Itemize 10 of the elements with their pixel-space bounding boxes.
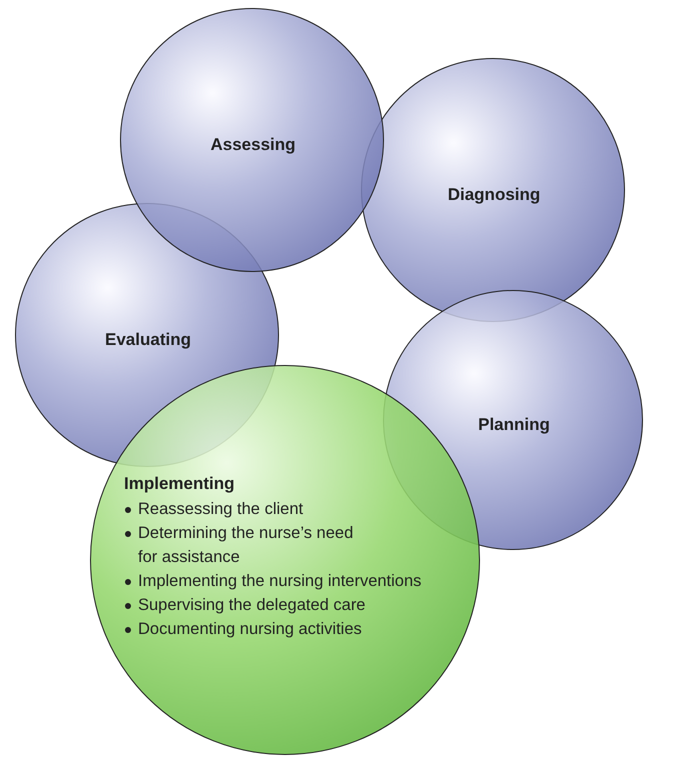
bullet-text: Supervising the delegated care (138, 595, 366, 616)
circle-label: Evaluating (105, 330, 191, 350)
bullet-text: Implementing the nursing interventions (138, 571, 422, 592)
circle-label: Assessing (210, 135, 296, 155)
circle-label: Diagnosing (448, 185, 540, 205)
circle-heading: Implementing (124, 474, 236, 494)
circle-label: Planning (478, 415, 550, 435)
bullet-text: Documenting nursing activities (138, 619, 362, 640)
bullet-text: Determining the nurse’s need for assistance (138, 523, 354, 568)
bullet-text: Reassessing the client (138, 499, 304, 520)
